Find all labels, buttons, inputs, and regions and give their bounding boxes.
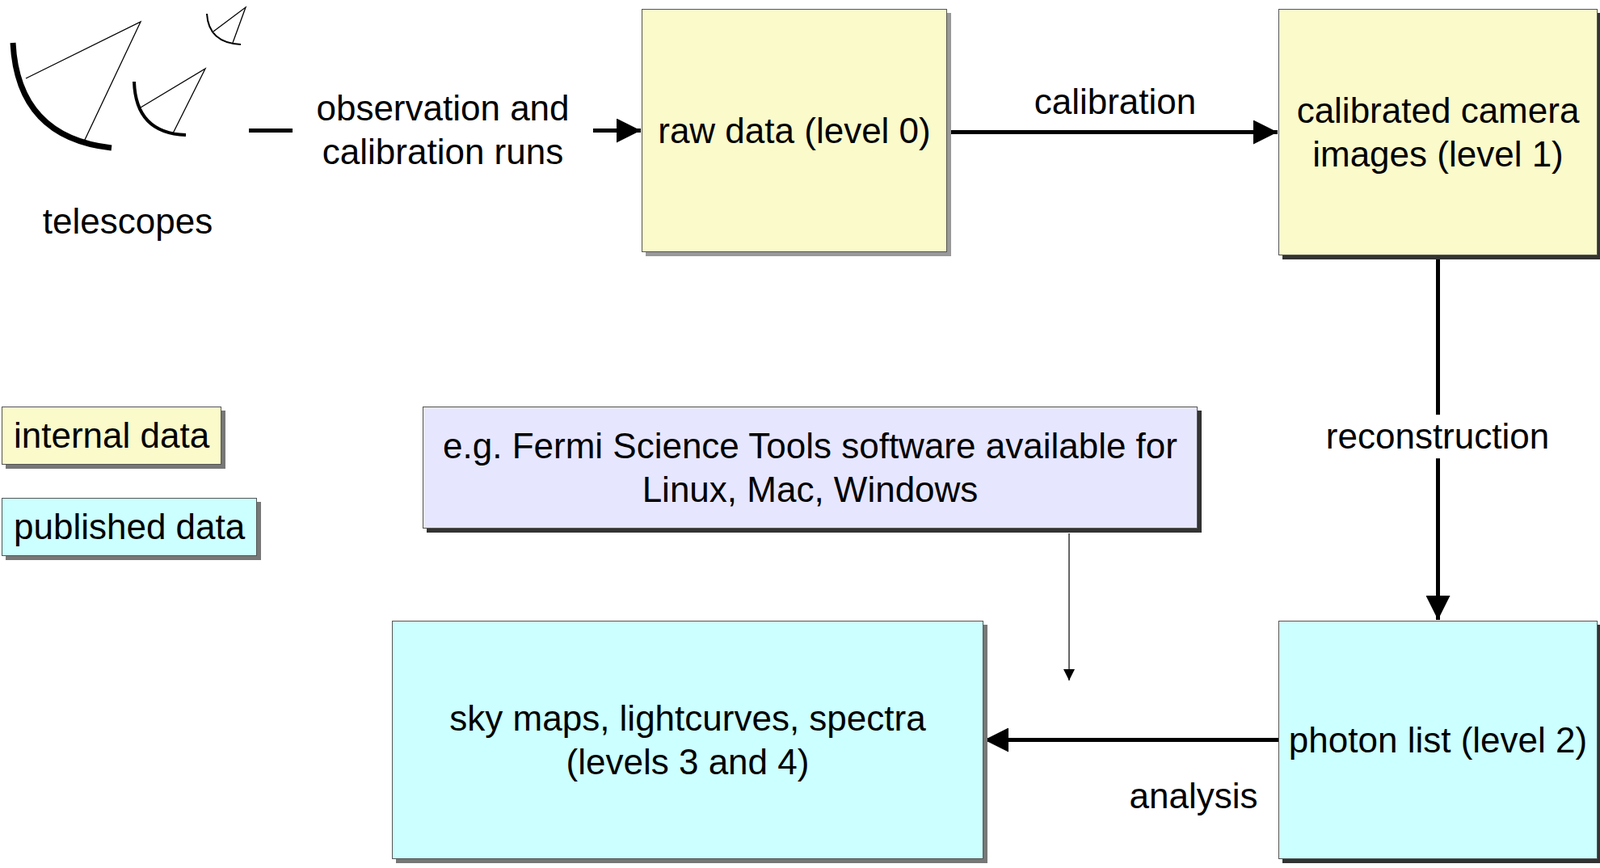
flow-arrow xyxy=(947,130,1278,135)
edge-label: observation and calibration runs xyxy=(292,86,594,173)
dish xyxy=(206,13,241,45)
process-box: e.g. Fermi Science Tools software availa… xyxy=(422,406,1198,529)
tool-pointer-arrow xyxy=(1068,533,1070,681)
edge-label: calibration xyxy=(1029,80,1202,124)
process-box: calibrated camera images (level 1) xyxy=(1278,8,1598,256)
feed-support xyxy=(25,21,141,142)
process-box: photon list (level 2) xyxy=(1278,620,1598,859)
edge-label: reconstruction xyxy=(1321,414,1554,459)
legend-text: internal data xyxy=(13,415,210,455)
feed-support xyxy=(213,7,246,43)
telescope-illustration: telescopes xyxy=(6,4,249,247)
process-box: sky maps, lightcurves, spectra (levels 3… xyxy=(391,620,984,859)
feed-support xyxy=(140,68,206,134)
flow-arrow xyxy=(984,737,1279,742)
node-text: photon list (level 2) xyxy=(1280,718,1596,763)
legend-swatch: internal data xyxy=(1,406,222,465)
dish xyxy=(12,42,112,148)
node-text: calibrated camera images (level 1) xyxy=(1279,88,1597,176)
node-text: raw data (level 0) xyxy=(649,109,939,153)
node-text: e.g. Fermi Science Tools software availa… xyxy=(423,424,1197,511)
edge-label: analysis xyxy=(1124,774,1264,818)
process-box: raw data (level 0) xyxy=(641,8,948,253)
node-text: sky maps, lightcurves, spectra (levels 3… xyxy=(392,696,983,784)
dish xyxy=(134,81,186,135)
legend-text: published data xyxy=(13,506,245,547)
legend-swatch: published data xyxy=(1,497,257,556)
node-text: telescopes xyxy=(34,199,221,244)
